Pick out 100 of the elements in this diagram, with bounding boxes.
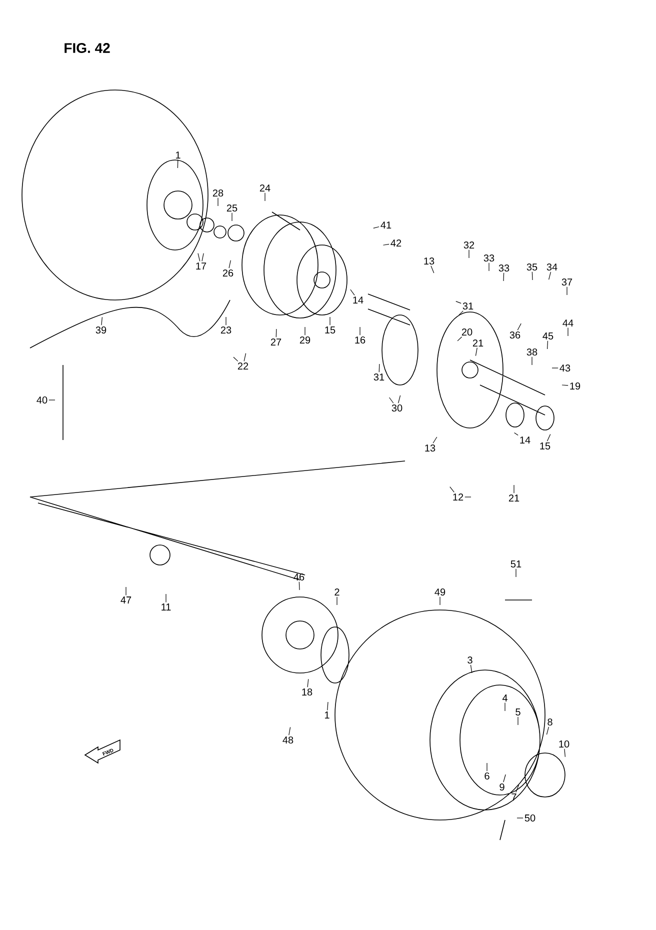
callout-number: 13 [425,444,436,452]
leader-line [562,384,568,386]
leader-line [336,596,338,606]
leader-line [228,260,231,268]
leader-line [548,272,552,280]
leader-line [298,582,300,590]
leader-line [468,250,470,258]
leader-line [564,748,566,758]
leader-line [177,160,178,168]
callout-number: 39 [96,326,106,334]
callout-number: 40 [36,396,48,404]
callout-number: 41 [380,222,392,228]
leader-line [373,226,380,229]
callout-number: 22 [238,362,248,370]
leader-line [389,397,394,404]
leader-line [503,774,506,782]
callout-number: 14 [353,296,364,304]
callout-number: 21 [508,494,520,502]
leader-line [504,702,506,712]
leader-line [516,784,520,793]
callout-number: 42 [390,240,402,246]
leader-line [546,726,549,735]
leader-line [198,253,200,262]
callout-number: 21 [472,340,484,346]
callout-number: 1 [324,712,330,718]
callout-number: 33 [484,254,494,262]
callout-number: 8 [548,718,552,726]
leader-line [456,301,462,304]
leader-line [307,678,309,688]
leader-line [264,192,266,202]
callout-number: 26 [222,269,234,277]
callout-number: 27 [270,338,282,346]
callout-number: 6 [484,772,490,780]
callout-number: 29 [300,336,310,344]
leader-line [514,432,518,436]
callout-number: 32 [464,241,474,249]
callout-number: 43 [560,364,570,372]
callout-number: 45 [542,332,554,340]
leader-line [430,266,434,274]
callout-number: 33 [498,264,510,272]
leader-line [547,340,548,350]
callout-number: 51 [510,560,522,568]
leader-line [378,364,380,372]
callout-number: 11 [162,604,171,610]
leader-line [546,434,551,442]
callout-number: 5 [516,708,520,716]
callout-number: 49 [434,588,446,596]
leader-line [470,664,472,674]
callout-number: 15 [325,326,336,334]
callout-number: 2 [334,588,340,596]
callout-number: 44 [562,320,574,326]
leader-line [350,289,355,296]
callout-number: 12 [453,494,464,500]
callout-number: 50 [524,814,536,822]
callout-number: 36 [510,331,520,339]
callout-number: 17 [196,262,206,270]
leader-line [327,702,328,711]
leader-line [382,244,390,246]
leader-line [276,328,277,338]
leader-line [244,353,246,362]
callout-number: 20 [462,328,472,336]
callout-number: 19 [570,382,580,390]
leader-line [398,395,401,404]
leader-line [464,496,472,498]
leader-line [517,323,522,330]
callout-number: 3 [468,656,472,664]
callout-number: 31 [462,302,474,310]
leader-line [532,272,533,280]
callout-number: 31 [374,373,384,381]
callout-number: 47 [120,596,132,604]
figure-title: FIG. 42 [64,43,110,53]
leader-line [566,286,568,296]
callout-number: 1 [176,152,180,158]
callout-number: 9 [500,783,504,791]
callout-number: 13 [424,257,434,265]
leader-line [202,253,204,262]
callout-number: 23 [220,326,232,334]
callout-number: 14 [520,436,530,444]
callout-number: 38 [526,348,538,356]
leader-line [233,356,238,362]
callout-number: 25 [226,204,238,212]
leader-line [503,272,504,282]
callout-number: 7 [512,794,516,800]
leader-line [458,310,464,316]
callout-number: 34 [546,263,558,271]
callout-number: 30 [392,404,402,412]
callout-number: 24 [260,184,270,192]
callout-number: 48 [282,736,294,744]
leader-line [432,436,438,444]
leader-line [450,486,454,492]
callout-number: 10 [559,740,570,748]
callout-number: 15 [540,442,550,450]
callout-number: 37 [562,278,572,286]
leader-line [288,726,291,736]
leader-line [457,336,462,342]
leader-line [486,762,488,772]
callout-number: 4 [502,694,508,702]
leader-line [475,348,478,356]
leader-line [488,262,490,272]
leader-line [304,326,306,336]
